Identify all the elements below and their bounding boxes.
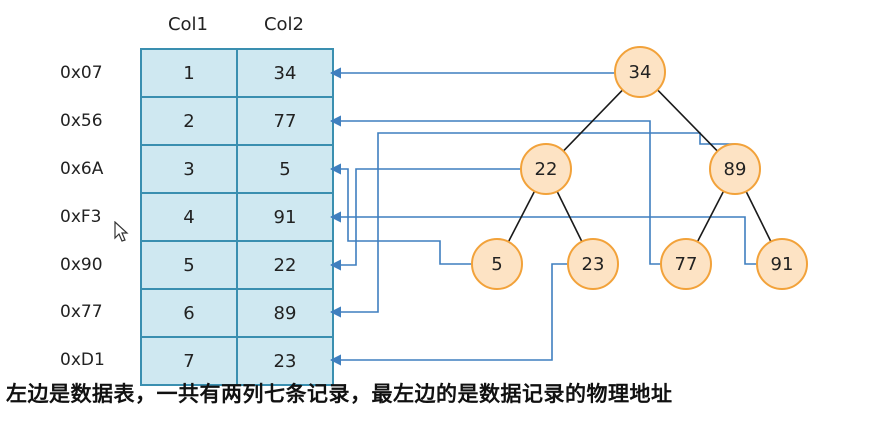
tree-node-circle	[756, 238, 808, 290]
table-cell-col2: 34	[236, 48, 334, 98]
data-table: 1 34 2 77 3 5 4 91 5 22 6 89 7 23	[140, 48, 334, 386]
pointer-line	[329, 168, 521, 271]
table-cell-col2: 5	[236, 144, 334, 194]
table-cell-col1: 6	[140, 288, 238, 338]
tree-node: 23	[567, 238, 619, 290]
caption: 左边是数据表，一共有两列七条记录，最左边的是数据记录的物理地址	[6, 382, 673, 406]
table-row: 6 89	[140, 288, 334, 338]
tree-node-label: 34	[629, 62, 652, 83]
pointer-line	[329, 163, 472, 265]
tree-node-label: 89	[724, 159, 747, 180]
tree-node-label: 5	[491, 254, 502, 275]
tree-edge	[696, 190, 725, 243]
pointer-lines	[329, 67, 757, 366]
table-cell-col1: 4	[140, 192, 238, 242]
pointer-line	[329, 115, 661, 265]
mouse-cursor-icon	[114, 221, 129, 242]
tree-node-label: 91	[771, 254, 794, 275]
tree-edge	[562, 89, 624, 152]
table-cell-col2: 89	[236, 288, 334, 338]
tree-node-circle	[660, 238, 712, 290]
tree-nodes: 34 22 89 5 23 77 91	[471, 46, 808, 290]
address-label: 0x6A	[60, 159, 104, 179]
tree-node: 22	[520, 143, 572, 195]
tree-node: 34	[614, 46, 666, 98]
tree-node-circle	[614, 46, 666, 98]
table-row: 5 22	[140, 240, 334, 290]
table-cell-col2: 77	[236, 96, 334, 146]
tree-edge	[656, 89, 719, 152]
address-label: 0x90	[60, 255, 103, 275]
table-cell-col1: 5	[140, 240, 238, 290]
table-cell-col2: 91	[236, 192, 334, 242]
table-row: 2 77	[140, 96, 334, 146]
pointer-line	[329, 263, 568, 366]
tree-edges	[507, 89, 772, 243]
address-label: 0xF3	[60, 207, 102, 227]
table-row: 4 91	[140, 192, 334, 242]
tree-node-label: 23	[582, 254, 605, 275]
tree-edge	[507, 190, 536, 243]
table-cell-col1: 1	[140, 48, 238, 98]
tree-node-label: 77	[675, 254, 698, 275]
tree-node: 91	[756, 238, 808, 290]
tree-node-circle	[567, 238, 619, 290]
table-cell-col2: 22	[236, 240, 334, 290]
tree-node-circle	[471, 238, 523, 290]
tree-node-label: 22	[535, 159, 558, 180]
tree-edge	[556, 191, 583, 242]
address-label: 0x07	[60, 63, 103, 83]
address-label: 0xD1	[60, 350, 105, 370]
tree-node: 77	[660, 238, 712, 290]
tree-edge	[745, 191, 772, 242]
table-cell-col1: 3	[140, 144, 238, 194]
address-label: 0x77	[60, 302, 103, 322]
table-row: 1 34	[140, 48, 334, 98]
address-label: 0x56	[60, 111, 103, 131]
column-header-col1: Col1	[167, 14, 209, 35]
tree-node-circle	[709, 143, 761, 195]
table-cell-col2: 23	[236, 336, 334, 386]
tree-node: 89	[709, 143, 761, 195]
pointer-line	[329, 211, 757, 265]
tree-node-circle	[520, 143, 572, 195]
tree-node: 5	[471, 238, 523, 290]
table-cell-col1: 2	[140, 96, 238, 146]
table-cell-col1: 7	[140, 336, 238, 386]
pointer-line	[329, 132, 735, 318]
table-row: 7 23	[140, 336, 334, 386]
table-row: 3 5	[140, 144, 334, 194]
column-header-col2: Col2	[263, 14, 305, 35]
